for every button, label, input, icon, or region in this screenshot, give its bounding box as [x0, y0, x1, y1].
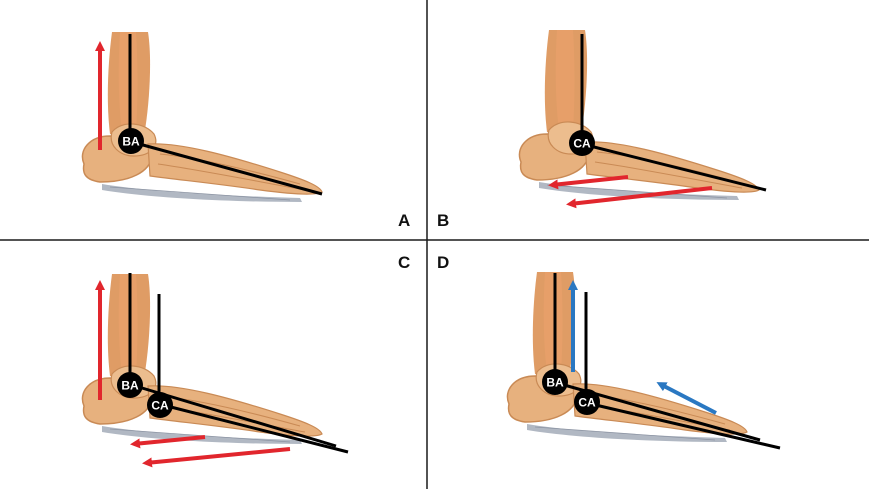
panel-b-short-backward-arrow: [548, 175, 629, 190]
panel-a-foot-axis-line: [131, 140, 323, 196]
panel-c-long-backward-arrow: [142, 447, 291, 468]
panel-d-ba-label: BA: [546, 376, 564, 390]
panel-a-ba-marker: [118, 128, 144, 154]
panel-b-ca-label: CA: [573, 137, 591, 151]
panel-d: BA CA D: [437, 253, 781, 450]
panel-c-ca-label: CA: [151, 399, 169, 413]
panel-d-ca-foot-axis-line: [586, 401, 781, 450]
panel-b-ca-marker: [569, 130, 595, 156]
panel-c-ca-marker: [147, 392, 173, 418]
panel-c: BA CA C: [81, 253, 410, 468]
panel-c-short-backward-arrow: [130, 435, 206, 449]
panel-c-ba-label: BA: [121, 379, 139, 393]
panel-b-letter: B: [437, 211, 449, 230]
panel-a-letter: A: [398, 211, 410, 230]
panel-b-long-backward-arrow: [566, 186, 713, 209]
panel-d-ca-label: CA: [578, 396, 596, 410]
panel-b-foot-axis-line: [581, 142, 767, 192]
panel-d-ba-marker: [542, 369, 568, 395]
panel-d-letter: D: [437, 253, 449, 272]
panel-c-ca-foot-axis-line: [158, 402, 349, 454]
panel-c-letter: C: [398, 253, 410, 272]
panel-b: CA B: [437, 29, 767, 230]
panel-d-ca-marker: [574, 389, 600, 415]
panel-a: BA A: [81, 31, 410, 230]
panel-c-ba-marker: [117, 372, 143, 398]
panel-d-blue-diagonal-arrow: [656, 382, 717, 415]
panel-a-ba-label: BA: [122, 135, 140, 149]
